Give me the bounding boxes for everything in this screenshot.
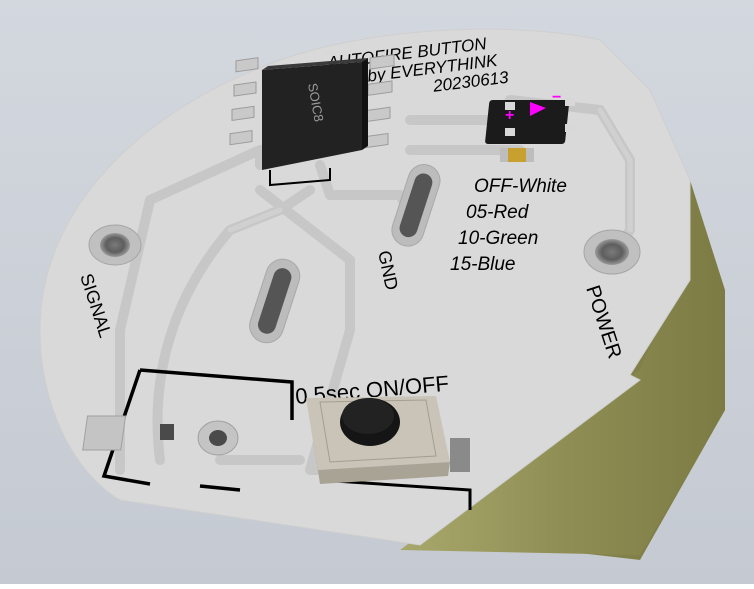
slot-pads [249,164,441,344]
board-edge-right [400,180,725,555]
signal-pad [88,224,142,266]
chip-label: SOIC8 [305,82,327,123]
soic8-chip: SOIC8 [229,54,395,187]
tact-switch [306,396,472,510]
copper-trace-highlights [227,107,633,233]
rgb-led: + − [485,89,575,162]
connector-pad-square [82,415,174,451]
mode-off: OFF-White [474,176,567,197]
connector-pad-round [197,420,239,456]
svg-text:−: − [552,89,561,106]
signal-slot [249,258,301,344]
mode-legend: OFF-White 05-Red 10-Green 15-Blue [450,176,567,275]
mode-15: 15-Blue [450,254,516,275]
connector-footprint [82,368,294,492]
mode-10: 10-Green [458,228,538,249]
power-pad [583,229,641,275]
gnd-slot [391,164,441,247]
svg-text:+: + [505,107,514,124]
mode-05: 05-Red [466,202,530,223]
